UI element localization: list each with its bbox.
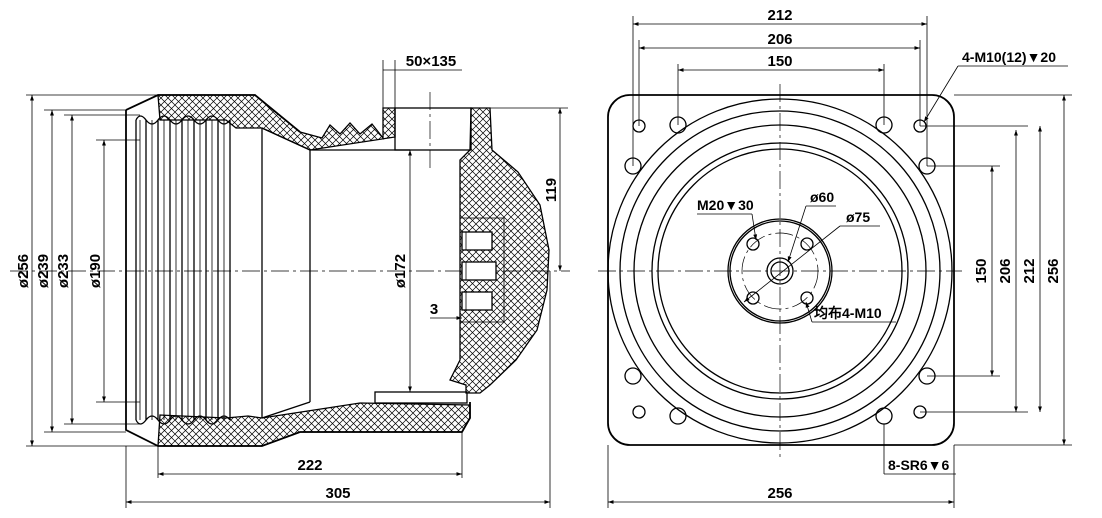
bottom-flange xyxy=(374,391,468,404)
housing-outline xyxy=(125,94,471,447)
dim-top206: 206 xyxy=(767,31,792,48)
dim-d233: ø233 xyxy=(55,254,72,288)
dim-top150: 150 xyxy=(767,53,792,70)
callout-m20: M20▼30 xyxy=(697,197,754,213)
dim-h119: 119 xyxy=(543,178,560,202)
section-body-bottom xyxy=(157,402,471,447)
callout-even-m10: 均布4-M10 xyxy=(814,305,882,321)
front-dimension-lines xyxy=(608,22,1066,504)
callout-sr6: 8-SR6▼6 xyxy=(888,457,950,473)
hub-holes xyxy=(746,237,814,305)
dim-d256: ø256 xyxy=(15,254,32,288)
outer-circle xyxy=(607,98,953,444)
callout-d60: ø60 xyxy=(810,189,834,205)
leader-lines xyxy=(697,65,1068,475)
front-extension-lines xyxy=(607,16,1072,508)
callout-d75: ø75 xyxy=(846,209,870,225)
circle-4 xyxy=(651,142,909,400)
dim-d172: ø172 xyxy=(392,254,409,288)
dim-r206: 206 xyxy=(997,258,1014,283)
dim-gap: 3 xyxy=(430,301,438,318)
circle-2 xyxy=(619,110,941,432)
hub-circle-outer xyxy=(727,218,833,324)
bore-taper-bottom xyxy=(261,401,311,419)
dim-d239: ø239 xyxy=(35,254,52,288)
bolt-circle xyxy=(741,232,819,310)
side-extension-lines xyxy=(26,60,568,508)
center-bore-outer xyxy=(766,257,794,285)
hub-circle xyxy=(729,220,831,322)
bore-taper-top xyxy=(261,127,311,151)
dim-slot: 50×135 xyxy=(406,53,456,70)
slot-rect xyxy=(394,107,472,151)
ribs xyxy=(135,115,231,425)
dim-r256: 256 xyxy=(1045,258,1062,283)
threaded-inserts xyxy=(459,217,505,323)
section-body-top xyxy=(157,94,396,151)
center-bore xyxy=(770,261,790,281)
circle-3 xyxy=(633,124,927,418)
dim-r212: 212 xyxy=(1021,258,1038,283)
dim-r150: 150 xyxy=(973,258,990,283)
dim-w305: 305 xyxy=(325,485,350,502)
dim-d190: ø190 xyxy=(87,254,104,288)
circle-5 xyxy=(657,148,903,394)
callout-m10-holes: 4-M10(12)▼20 xyxy=(962,49,1056,65)
side-view: ø256 ø239 ø233 ø190 ø172 119 222 305 50×… xyxy=(10,53,570,508)
front-view: 212 206 150 256 150 206 212 256 4-M10(12… xyxy=(598,7,1072,508)
dim-top212: 212 xyxy=(767,7,792,24)
dim-bot256: 256 xyxy=(767,485,792,502)
side-dimension-lines xyxy=(30,69,562,504)
dim-w222: 222 xyxy=(297,457,322,474)
